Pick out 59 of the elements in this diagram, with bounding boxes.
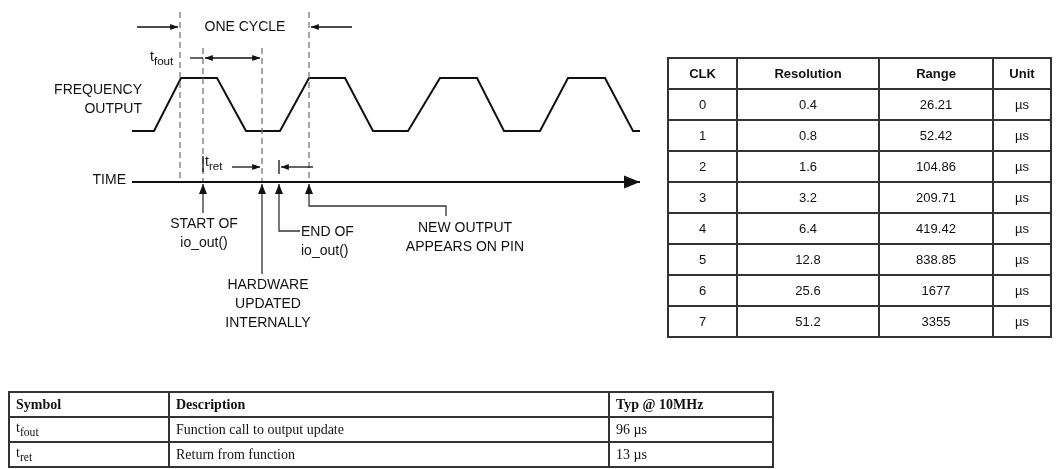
table-cell: 0.8 (737, 120, 879, 151)
column-header: Typ @ 10MHz (609, 392, 773, 417)
table-cell: µs (993, 275, 1051, 306)
event-label: HARDWARE UPDATED INTERNALLY (218, 275, 318, 332)
column-header: Resolution (737, 58, 879, 89)
table-cell: 104.86 (879, 151, 993, 182)
column-header: Symbol (9, 392, 169, 417)
table-cell: 3 (668, 182, 737, 213)
table-cell: 0.4 (737, 89, 879, 120)
leader-line (274, 183, 301, 232)
table-cell: µs (993, 244, 1051, 275)
table-cell: Return from function (169, 442, 609, 467)
event-label: END OF io_out() (301, 222, 381, 260)
table-cell: Function call to output update (169, 417, 609, 442)
table-cell: 26.21 (879, 89, 993, 120)
table-cell: 3355 (879, 306, 993, 337)
dimension-label: t$_{fout}$ (150, 47, 175, 69)
table-cell: 838.85 (879, 244, 993, 275)
table-cell: 1.6 (737, 151, 879, 182)
table-cell: 6 (668, 275, 737, 306)
table-cell: µs (993, 182, 1051, 213)
table-cell: 51.2 (737, 306, 879, 337)
table-cell: 7 (668, 306, 737, 337)
table-cell: µs (993, 213, 1051, 244)
column-header: CLK (668, 58, 737, 89)
table-cell: 1 (668, 120, 737, 151)
table-cell: µs (993, 89, 1051, 120)
table-cell: 52.42 (879, 120, 993, 151)
leader-line (304, 183, 447, 217)
dimension-label: ONE CYCLE (203, 17, 287, 36)
table-cell: t$_{ret}$ (9, 442, 169, 467)
event-label: NEW OUTPUT APPEARS ON PIN (400, 218, 530, 256)
dimension-label: t$_{ret}$ (205, 153, 224, 174)
axis-label: TIME (91, 170, 126, 189)
signal-name: FREQUENCY OUTPUT (53, 80, 142, 118)
table-cell: 12.8 (737, 244, 879, 275)
table-cell: µs (993, 151, 1051, 182)
leader-line (257, 183, 267, 275)
table-cell: 5 (668, 244, 737, 275)
table-cell: 2 (668, 151, 737, 182)
table-cell: 1677 (879, 275, 993, 306)
time-axis (131, 175, 641, 189)
table-cell: 96 µs (609, 417, 773, 442)
leader-line (198, 183, 208, 214)
event-label: START OF io_out() (158, 214, 250, 252)
column-header: Range (879, 58, 993, 89)
table-cell: 6.4 (737, 213, 879, 244)
table-cell: 0 (668, 89, 737, 120)
column-header: Description (169, 392, 609, 417)
table-cell: 3.2 (737, 182, 879, 213)
table-cell: µs (993, 120, 1051, 151)
table-cell: 13 µs (609, 442, 773, 467)
table-cell: 419.42 (879, 213, 993, 244)
table-cell: 25.6 (737, 275, 879, 306)
table-cell: t$_{fout}$ (9, 417, 169, 442)
table-cell: µs (993, 306, 1051, 337)
table-cell: 209.71 (879, 182, 993, 213)
table-cell: 4 (668, 213, 737, 244)
column-header: Unit (993, 58, 1051, 89)
